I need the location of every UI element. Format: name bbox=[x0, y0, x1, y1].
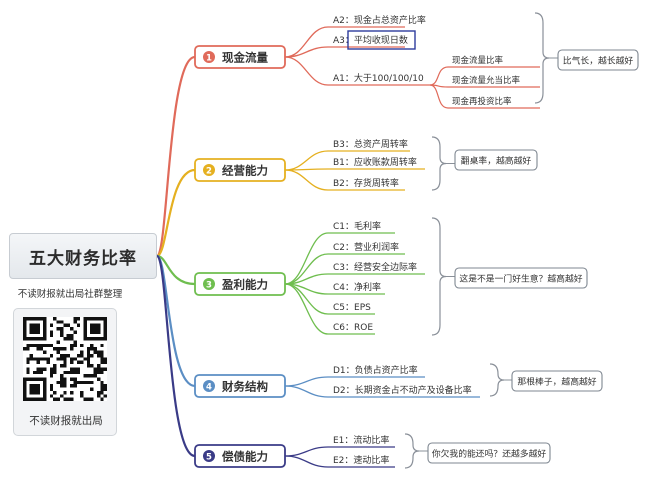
leaf-label: B2：存货周转率 bbox=[333, 177, 399, 189]
subleaf-label: 现金再投资比率 bbox=[452, 96, 512, 107]
leaf-label: A2：现金占总资产比率 bbox=[333, 14, 426, 26]
qr-card: 不读财报就出局 bbox=[13, 308, 117, 436]
leaf-label: C6：ROE bbox=[333, 323, 373, 333]
branch-node: 2 经营能力 bbox=[194, 158, 286, 182]
note-text: 你欠我的能还吗？还越多越好 bbox=[432, 448, 547, 460]
leaf-label: B1：应收账款周转率 bbox=[333, 156, 417, 168]
note-box bbox=[511, 370, 603, 392]
leaf-connector bbox=[284, 46, 329, 58]
leaf-label: C1：毛利率 bbox=[333, 220, 381, 232]
branch-number: 2 bbox=[206, 167, 212, 177]
root-title: 五大财务比率 bbox=[29, 248, 137, 269]
leaf-label: C5：EPS bbox=[333, 303, 371, 313]
leaf-connector bbox=[284, 56, 329, 86]
brace bbox=[431, 217, 447, 336]
brace bbox=[489, 363, 505, 397]
branch-trunk bbox=[156, 168, 196, 258]
leaf-connector bbox=[284, 446, 329, 457]
root-node: 五大财务比率 bbox=[9, 233, 157, 279]
brace bbox=[534, 12, 550, 104]
branch-number: 4 bbox=[206, 383, 212, 393]
branch-nodes: 1 现金流量 A2：现金占总资产比率 A3：平均收现日数 A1：大于100/100/10… bbox=[194, 14, 639, 468]
branch-title: 盈利能力 bbox=[221, 278, 268, 292]
branch-node: 3 盈利能力 bbox=[194, 272, 286, 296]
qr-code-icon bbox=[23, 317, 107, 401]
leaf-label: C4：净利率 bbox=[333, 281, 381, 293]
note-text: 比气长，越长越好 bbox=[563, 55, 634, 67]
root-subtitle: 不读财报就出局社群整理 bbox=[17, 289, 123, 300]
leaf-label: C2：营业利润率 bbox=[333, 241, 399, 253]
leaf-label: D1：负债占资产比率 bbox=[333, 364, 418, 376]
subleaf-label: 现金流量允当比率 bbox=[452, 75, 521, 86]
leaf-label: A3：平均收现日数 bbox=[333, 34, 408, 46]
leaf-label: A1：大于100/100/10 bbox=[333, 72, 424, 84]
branch-number: 1 bbox=[206, 54, 212, 64]
branch-trunk bbox=[156, 254, 196, 286]
branch-number-badge bbox=[203, 450, 215, 462]
note-text: 翻桌率，越高越好 bbox=[461, 155, 532, 167]
leaf-connector bbox=[284, 169, 329, 191]
branch-title: 偿债能力 bbox=[222, 450, 268, 464]
subleaf-label: 现金流量比率 bbox=[452, 55, 504, 66]
branch-title: 经营能力 bbox=[222, 164, 268, 178]
branch-number: 3 bbox=[206, 281, 212, 291]
branch-box bbox=[194, 45, 286, 69]
brace bbox=[431, 136, 447, 191]
leaf-connector bbox=[284, 376, 329, 387]
leaf-connector bbox=[284, 150, 329, 171]
leaf-label: C3：经营安全边际率 bbox=[333, 261, 417, 273]
branch-number: 5 bbox=[206, 453, 212, 463]
branch-node: 1 现金流量 bbox=[194, 45, 286, 69]
branch-box bbox=[194, 444, 286, 468]
leaf-connector bbox=[284, 232, 329, 285]
note-box bbox=[454, 267, 588, 289]
highlight-box bbox=[347, 30, 416, 50]
leaf-label: D2：长期资金占不动产及设备比率 bbox=[333, 384, 472, 396]
branch-box bbox=[194, 374, 286, 398]
branch-trunk bbox=[155, 254, 196, 458]
leaf-connector bbox=[284, 283, 329, 335]
branch-trunk bbox=[155, 55, 196, 258]
leaf-label: E2：速动比率 bbox=[333, 454, 389, 466]
branch-number-badge bbox=[203, 380, 215, 392]
branch-number-badge bbox=[203, 51, 215, 63]
branch-connectors bbox=[155, 12, 558, 469]
branch-node: 5 偿债能力 bbox=[194, 444, 286, 468]
branch-number-badge bbox=[203, 164, 215, 176]
branch-node: 4 财务结构 bbox=[194, 374, 286, 398]
branch-title: 财务结构 bbox=[221, 380, 268, 394]
subleaf-connector bbox=[429, 84, 449, 109]
branch-number-badge bbox=[203, 278, 215, 290]
branch-box bbox=[194, 272, 286, 296]
brace bbox=[404, 433, 420, 469]
leaf-connector bbox=[284, 455, 329, 468]
subleaf-connector bbox=[429, 66, 449, 86]
note-box bbox=[427, 442, 551, 464]
note-box bbox=[454, 149, 538, 171]
leaf-connector bbox=[284, 385, 329, 398]
note-box bbox=[557, 49, 639, 71]
note-text: 这是不是一门好生意？越高越好 bbox=[459, 273, 582, 285]
branch-box bbox=[194, 158, 286, 182]
branch-title: 现金流量 bbox=[222, 51, 268, 65]
note-text: 那根棒子，越高越好 bbox=[517, 376, 596, 388]
leaf-label: E1：流动比率 bbox=[333, 434, 389, 446]
qr-caption: 不读财报就出局 bbox=[29, 415, 103, 427]
leaf-label: B3：总资产周转率 bbox=[333, 138, 408, 150]
